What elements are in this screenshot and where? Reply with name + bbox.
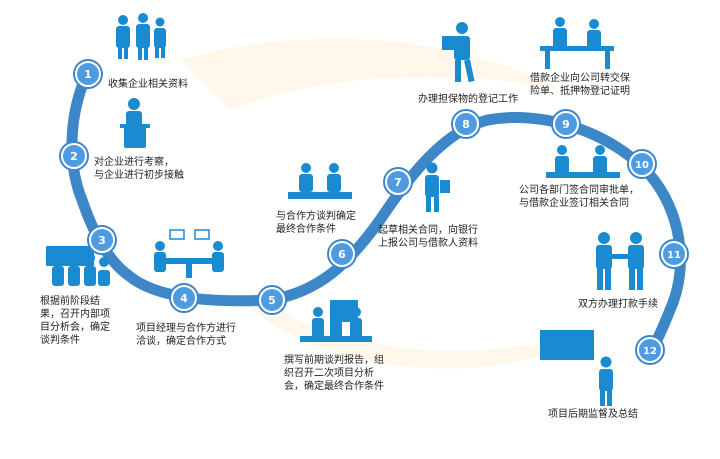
negotiation-table-icon xyxy=(154,229,224,278)
step-node-6: 6 xyxy=(327,239,357,269)
step-node-1: 1 xyxy=(73,59,103,89)
step-number-5: 5 xyxy=(268,294,276,307)
step-label-3: 根据前阶段结 果，召开内部项 目分析会，确定 谈判条件 xyxy=(40,296,110,346)
step-node-7: 7 xyxy=(383,167,413,197)
step-node-5: 5 xyxy=(257,285,287,315)
step-label-10: 公司各部门签合同审批单， 与借款企业签订相关合同 xyxy=(519,185,639,209)
presenter-with-screen-icon xyxy=(540,330,613,406)
meeting-presentation-icon xyxy=(46,246,110,286)
step-number-4: 4 xyxy=(180,292,188,305)
step-number-10: 10 xyxy=(635,160,649,171)
step-node-2: 2 xyxy=(59,141,89,171)
step-number-12: 12 xyxy=(643,346,657,357)
step-number-2: 2 xyxy=(70,150,78,163)
step-node-11: 11 xyxy=(659,239,689,269)
step-number-9: 9 xyxy=(562,118,570,131)
step-label-7: 起草相关合同，向银行 上报公司与借款人资料 xyxy=(378,225,478,249)
step-number-3: 3 xyxy=(98,234,106,247)
step-number-6: 6 xyxy=(338,248,346,261)
step-label-12: 项目后期监督及总结 xyxy=(548,409,638,420)
step-label-4: 项目经理与合作方进行 洽谈，确定合作方式 xyxy=(136,323,236,347)
step-label-1: 收集企业相关资料 xyxy=(108,79,188,90)
desk-handover-icon xyxy=(540,17,614,69)
step-label-2: 对企业进行考察， 与企业进行初步接触 xyxy=(94,157,184,181)
step-label-11: 双方办理打款手续 xyxy=(578,299,658,310)
step-node-9: 9 xyxy=(551,109,581,139)
step-node-10: 10 xyxy=(627,149,657,179)
handshake-icon xyxy=(596,232,644,290)
step-label-8: 办理担保物的登记工作 xyxy=(418,94,518,105)
person-carrying-box-icon xyxy=(442,22,475,83)
step-node-12: 12 xyxy=(635,335,665,365)
step-node-3: 3 xyxy=(87,225,117,255)
meeting-at-desk-icon xyxy=(300,300,372,342)
background-watermark-lower xyxy=(240,300,600,369)
step-number-1: 1 xyxy=(84,68,92,81)
signing-contract-icon xyxy=(546,145,620,178)
group-of-people-icon xyxy=(116,13,166,60)
person-with-document-icon xyxy=(425,162,450,212)
step-label-9: 借款企业向公司转交保 险单、抵押物登记证明 xyxy=(530,73,630,97)
step-node-8: 8 xyxy=(451,109,481,139)
step-label-5: 撰写前期谈判报告，组 织召开二次项目分析 会，确定最终合作条件 xyxy=(284,355,384,392)
step-label-6: 与合作方谈判确定 最终合作条件 xyxy=(276,211,356,235)
person-at-podium-icon xyxy=(120,98,150,148)
step-number-7: 7 xyxy=(394,176,402,189)
negotiating-people-icon xyxy=(288,163,352,199)
step-number-8: 8 xyxy=(462,118,470,131)
step-node-4: 4 xyxy=(169,283,199,313)
step-number-11: 11 xyxy=(667,250,681,261)
